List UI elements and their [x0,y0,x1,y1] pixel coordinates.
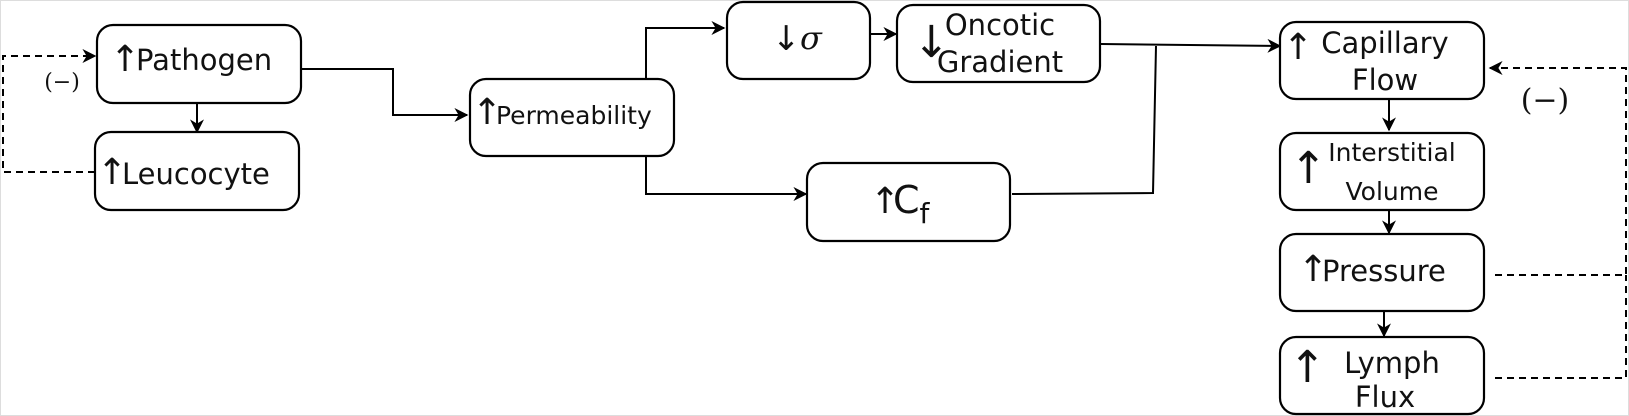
node-pressure: ↑ Pressure [1278,232,1486,313]
node-cf-subscript: f [920,197,931,230]
node-lymph-flux: ↑ Lymph Flux [1278,335,1486,416]
up-arrow-icon: ↑ [110,39,140,80]
node-pathogen: ↑ Pathogen [95,23,303,105]
node-pathogen-label: Pathogen [136,43,272,77]
up-arrow-icon: ↑ [1283,27,1313,68]
feedback-pressure-capillary [1488,61,1627,276]
node-oncotic-gradient: ↓ Oncotic Gradient [895,3,1102,84]
node-oncotic-label-line1: Oncotic [945,8,1055,42]
node-permeability-label: Permeability [496,101,652,130]
node-interstitial-volume: ↑ Interstitial Volume [1278,131,1486,212]
edge-oncotic-capillary [1100,38,1282,53]
edge-cf-capillary [1011,45,1157,195]
edge-permeability-sigma [645,21,726,79]
node-cf-label: Cf [893,178,931,230]
feedback-leucocyte-pathogen [2,49,97,173]
feedback-loops: (−) (−) [2,49,1627,379]
edges [190,21,1396,338]
node-leucocyte-label: Leucocyte [122,157,270,191]
edge-permeability-cf [645,156,808,201]
node-capillary-label-line1: Capillary [1321,26,1448,60]
up-arrow-icon: ↑ [97,152,127,193]
node-leucocyte: ↑ Leucocyte [93,130,301,212]
node-pressure-label: Pressure [1322,254,1446,288]
node-lymph-label-line1: Lymph [1344,346,1440,380]
node-lymph-label-line2: Flux [1355,380,1415,414]
node-permeability: ↑ Permeability [468,77,676,158]
node-interstitial-label-line1: Interstitial [1328,138,1455,167]
node-sigma-label: σ [800,19,823,57]
edge-pathogen-permeability [301,68,469,122]
node-cf: ↑ Cf [805,161,1012,243]
feedback-label-right: (−) [1521,83,1570,118]
node-oncotic-label-line2: Gradient [937,45,1063,79]
up-arrow-icon: ↑ [870,181,900,222]
down-arrow-icon: ↓ [913,17,950,68]
down-arrow-icon: ↓ [772,19,801,59]
node-capillary-label-line2: Flow [1352,63,1418,97]
node-sigma: ↓ σ [725,0,872,81]
feedback-lymph-capillary [1495,275,1627,379]
up-arrow-icon: ↑ [472,92,502,133]
feedback-label-left: (−) [44,70,80,95]
up-arrow-icon: ↑ [1289,342,1326,393]
up-arrow-icon: ↑ [1298,249,1328,290]
node-cf-main: C [893,178,920,222]
up-arrow-icon: ↑ [1290,143,1327,194]
node-capillary-flow: ↑ Capillary Flow [1278,20,1486,101]
node-interstitial-label-line2: Volume [1346,177,1439,206]
